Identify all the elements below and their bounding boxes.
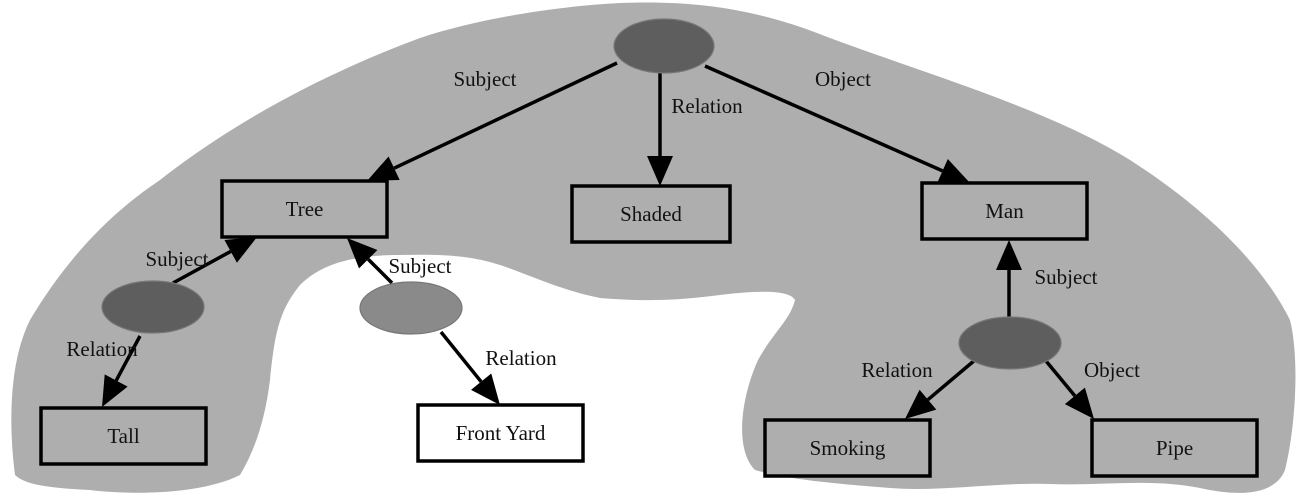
edge-line (366, 257, 394, 285)
edge-object (704, 64, 970, 183)
edge-subject (347, 238, 394, 285)
concept-label: Tall (107, 424, 140, 448)
arrowhead-icon (647, 156, 673, 186)
arrowhead-icon (224, 237, 257, 263)
concept-box (570, 184, 732, 244)
edge-relation (647, 73, 673, 186)
concept-node-man[interactable]: Man (920, 181, 1089, 241)
arrowhead-icon (937, 158, 970, 183)
concept-node-tree[interactable]: Tree (220, 179, 389, 239)
concept-node-smoking[interactable]: Smoking (763, 418, 932, 478)
edge-label: Relation (861, 358, 933, 382)
edge-line (114, 335, 142, 382)
edge-subject (367, 61, 618, 181)
relation-node-tall[interactable] (101, 280, 205, 334)
edge-line (926, 358, 977, 402)
edge-label: Subject (146, 247, 209, 271)
concept-box (220, 179, 389, 239)
relation-node-smoke[interactable] (958, 316, 1062, 370)
arrowhead-icon (102, 374, 128, 407)
concept-label: Shaded (620, 202, 682, 226)
edge-relation (102, 335, 142, 407)
edge-label: Subject (1035, 265, 1098, 289)
concept-label: Smoking (810, 436, 886, 460)
concept-box (39, 406, 208, 466)
edge-subject (996, 240, 1022, 318)
edge-label: Relation (66, 337, 138, 361)
arrowhead-icon (1064, 387, 1094, 419)
concept-node-pipe[interactable]: Pipe (1090, 418, 1259, 478)
edge-label: Object (1084, 358, 1140, 382)
edge-line (172, 249, 232, 285)
concept-node-tall[interactable]: Tall (39, 406, 208, 466)
edge-line (704, 64, 944, 173)
concept-label: Front Yard (456, 421, 546, 445)
arrowhead-icon (905, 389, 937, 419)
edge-label: Object (815, 67, 871, 91)
concept-label: Pipe (1156, 436, 1193, 460)
edge-label: Relation (485, 346, 557, 370)
edge-line (1044, 359, 1077, 398)
edge-subject (172, 237, 257, 285)
concept-label: Tree (286, 197, 324, 221)
concept-node-shaded[interactable]: Shaded (570, 184, 732, 244)
edge-label: Subject (454, 67, 517, 91)
edge-line (393, 61, 618, 170)
relation-node-top[interactable] (613, 18, 715, 74)
concept-box (763, 418, 932, 478)
edge-relation (905, 358, 977, 419)
concept-label: Man (985, 199, 1024, 223)
arrowhead-icon (471, 373, 500, 405)
arrowhead-icon (367, 156, 400, 181)
relation-node-yard[interactable] (359, 281, 463, 335)
edge-label: Subject (389, 254, 452, 278)
arrowhead-icon (347, 238, 378, 269)
edge-line (439, 330, 483, 383)
concept-box (1090, 418, 1259, 478)
shaded-region (11, 2, 1296, 493)
arrowhead-icon (996, 240, 1022, 270)
concept-box (920, 181, 1089, 241)
edge-relation (439, 330, 500, 405)
edge-object (1044, 359, 1094, 419)
concept-node-front-yard[interactable]: Front Yard (416, 403, 585, 463)
edge-label: Relation (671, 94, 743, 118)
concept-box (416, 403, 585, 463)
